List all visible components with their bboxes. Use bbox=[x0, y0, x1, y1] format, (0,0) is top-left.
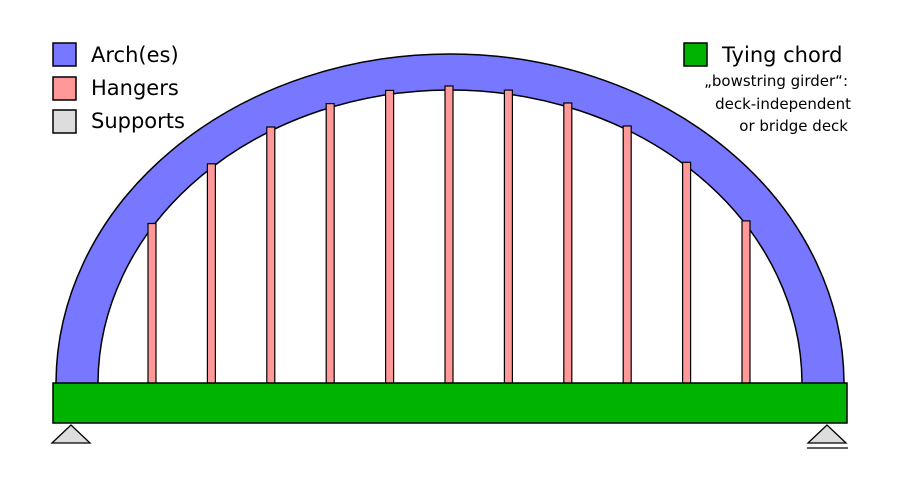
hanger bbox=[444, 85, 454, 385]
legend-swatch-supports bbox=[52, 109, 77, 134]
hanger bbox=[385, 89, 395, 385]
legend-label-tying-chord: Tying chord bbox=[721, 43, 842, 67]
hanger bbox=[563, 102, 573, 385]
legend-label-arches: Arch(es) bbox=[91, 43, 179, 67]
legend-label-supports: Supports bbox=[91, 109, 185, 133]
hanger bbox=[622, 125, 632, 385]
hanger bbox=[741, 220, 751, 385]
legend-left: Arch(es) Hangers Supports bbox=[52, 42, 185, 134]
left-support-triangle bbox=[50, 424, 92, 444]
tying-chord-deck bbox=[52, 382, 848, 424]
legend-label-hangers: Hangers bbox=[91, 76, 179, 100]
legend-note-line-2: deck-independent bbox=[715, 95, 851, 113]
legend-note-line-3: or bridge deck bbox=[739, 117, 848, 135]
hanger bbox=[681, 161, 692, 385]
legend-note-line-1: „bowstring girder“: bbox=[704, 72, 848, 90]
hangers-group bbox=[147, 85, 751, 385]
hanger bbox=[266, 126, 276, 385]
legend-swatch-arches bbox=[52, 42, 77, 67]
legend-swatch-hangers bbox=[52, 76, 77, 101]
hanger bbox=[206, 163, 216, 385]
hanger bbox=[325, 102, 335, 385]
left-support bbox=[50, 424, 92, 444]
right-support bbox=[806, 424, 848, 449]
hanger bbox=[147, 222, 157, 385]
legend-swatch-tying-chord bbox=[683, 42, 708, 67]
right-support-triangle bbox=[806, 424, 848, 444]
hanger bbox=[503, 89, 513, 385]
legend-right: Tying chord „bowstring girder“: deck-ind… bbox=[683, 42, 851, 135]
